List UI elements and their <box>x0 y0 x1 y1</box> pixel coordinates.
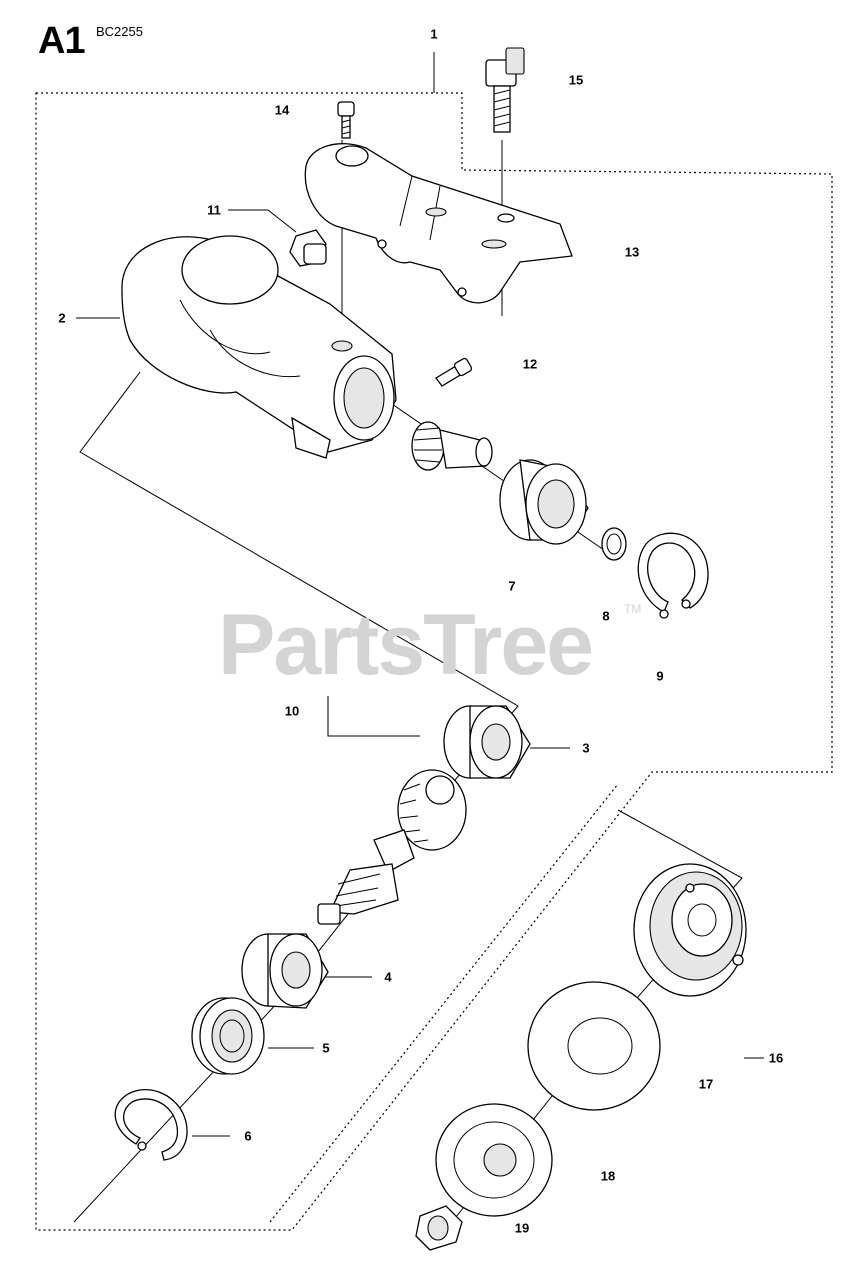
part-15-bolt <box>485 47 525 133</box>
callout-19[interactable]: 19 <box>514 1220 530 1236</box>
callout-6[interactable]: 6 <box>244 1128 252 1144</box>
part-18-cup <box>527 981 661 1111</box>
bevel-gear-shaft <box>317 769 467 925</box>
part-8-ring <box>601 527 627 561</box>
callout-1[interactable]: 1 <box>430 26 438 42</box>
pinion-gear <box>411 421 493 471</box>
part-17-drive-disc <box>633 863 747 997</box>
watermark: PartsTree <box>218 597 594 693</box>
model-code: BC2255 <box>96 24 143 39</box>
callout-8[interactable]: 8 <box>602 608 610 624</box>
part-7-bearing <box>499 459 589 545</box>
part-4-bearing <box>241 933 329 1009</box>
callout-17[interactable]: 17 <box>698 1076 714 1092</box>
callout-2[interactable]: 2 <box>58 310 66 326</box>
part-19-washer <box>435 1103 553 1217</box>
callout-3[interactable]: 3 <box>582 740 590 756</box>
part-14-screw <box>337 101 355 139</box>
callout-18[interactable]: 18 <box>600 1168 616 1184</box>
part-6-snap-ring <box>114 1089 188 1161</box>
callout-10[interactable]: 10 <box>284 703 300 719</box>
part-12-screw <box>435 357 473 387</box>
callout-11[interactable]: 11 <box>207 202 221 218</box>
callout-15[interactable]: 15 <box>568 72 584 88</box>
part-2-gear-housing <box>121 235 397 459</box>
page-title: A1 <box>38 20 86 62</box>
nut <box>415 1205 463 1251</box>
callout-13[interactable]: 13 <box>624 244 640 260</box>
part-11-plug <box>289 229 327 267</box>
part-5-seal <box>191 997 265 1075</box>
callout-7[interactable]: 7 <box>508 578 516 594</box>
callout-4[interactable]: 4 <box>384 969 392 985</box>
callout-16[interactable]: 16 <box>768 1050 784 1066</box>
part-3-bearing <box>443 705 531 779</box>
watermark-tm: TM <box>624 602 642 616</box>
assembly-1-boundary <box>35 92 833 1231</box>
callout-9[interactable]: 9 <box>656 668 664 684</box>
callout-14[interactable]: 14 <box>274 102 290 118</box>
part-13-clamp <box>304 143 573 304</box>
assembly-16-boundary <box>269 783 619 1223</box>
callout-12[interactable]: 12 <box>522 356 538 372</box>
callout-5[interactable]: 5 <box>322 1040 330 1056</box>
part-9-snap-ring <box>637 532 709 619</box>
